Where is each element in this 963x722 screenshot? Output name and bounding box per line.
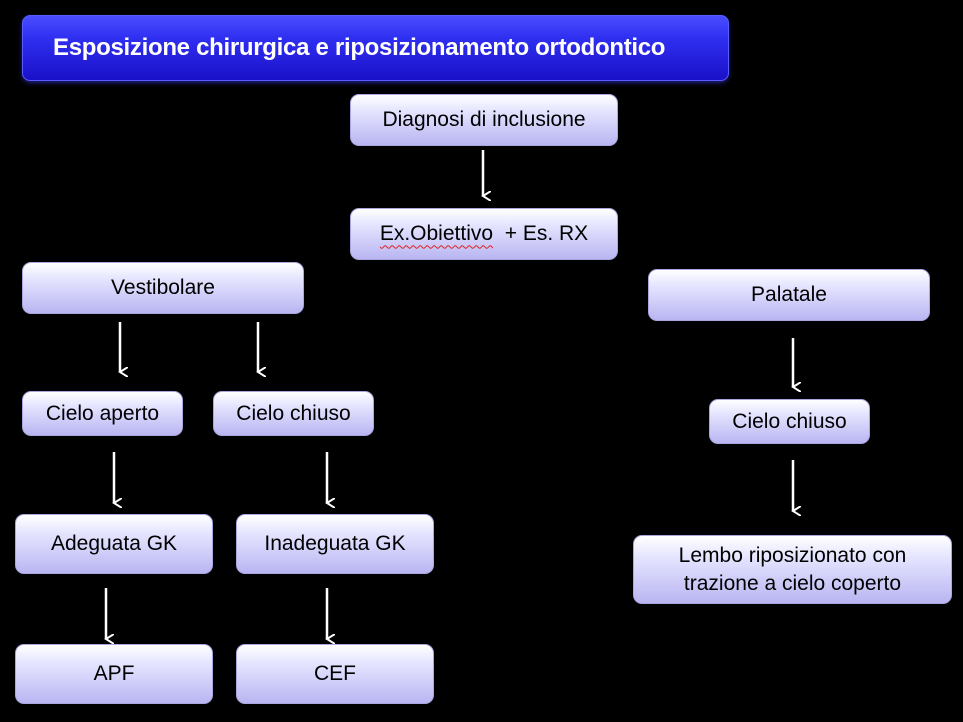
node-cielo-aperto: Cielo aperto	[22, 391, 183, 436]
node-lembo: Lembo riposizionato con trazione a cielo…	[633, 535, 952, 604]
diagram-title: Esposizione chirurgica e riposizionament…	[22, 15, 729, 81]
node-adeguata-gk: Adeguata GK	[15, 514, 213, 574]
node-cielo-chiuso-vestibolare: Cielo chiuso	[213, 391, 374, 436]
node-cielo-chiuso-palatale-label: Cielo chiuso	[732, 409, 847, 433]
node-adeguata-gk-label: Adeguata GK	[50, 532, 178, 556]
node-esame-label-part2: + Es. RX	[493, 222, 589, 246]
node-cielo-chiuso-palatale: Cielo chiuso	[709, 399, 870, 444]
node-esame: Ex.Obiettivo + Es. RX	[350, 208, 618, 260]
node-apf: APF	[15, 644, 213, 704]
node-inadeguata-gk-label: Inadeguata GK	[264, 532, 406, 556]
node-cielo-aperto-label: Cielo aperto	[45, 401, 160, 425]
node-diagnosi: Diagnosi di inclusione	[350, 94, 618, 146]
node-cef: CEF	[236, 644, 434, 704]
node-apf-label: APF	[93, 662, 135, 686]
node-vestibolare-label: Vestibolare	[111, 276, 215, 300]
node-palatale: Palatale	[648, 269, 930, 321]
node-diagnosi-label: Diagnosi di inclusione	[382, 108, 586, 132]
node-lembo-label: Lembo riposizionato con trazione a cielo…	[678, 544, 907, 595]
node-esame-label-part1: Ex.Obiettivo	[379, 222, 494, 246]
node-vestibolare: Vestibolare	[22, 262, 304, 314]
node-cielo-chiuso-vestibolare-label: Cielo chiuso	[236, 401, 351, 425]
node-palatale-label: Palatale	[751, 283, 827, 307]
node-inadeguata-gk: Inadeguata GK	[236, 514, 434, 574]
node-cef-label: CEF	[314, 662, 356, 686]
